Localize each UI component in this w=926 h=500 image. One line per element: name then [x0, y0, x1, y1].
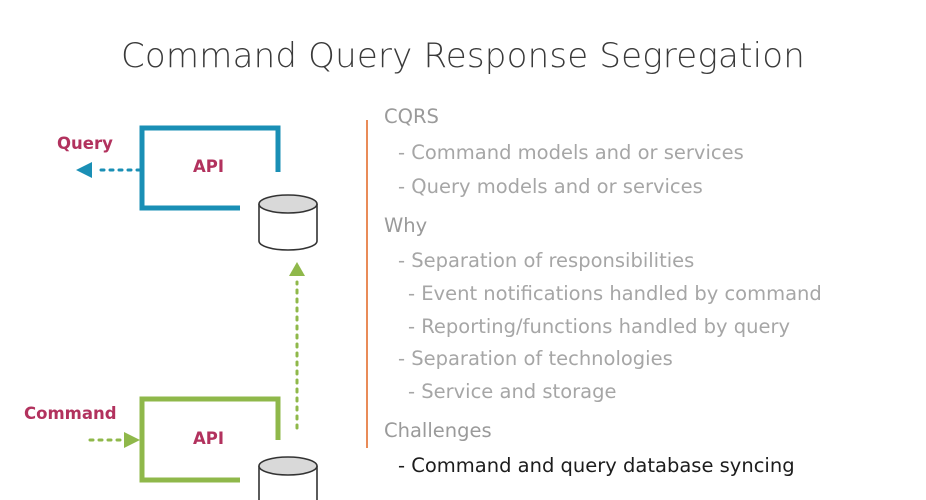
bullet-line: Why: [384, 214, 428, 237]
bullet-line: - Reporting/functions handled by query: [408, 315, 791, 338]
bullet-line: - Query models and or services: [398, 175, 703, 198]
bullet-line: - Command models and or services: [398, 141, 744, 164]
query-label: Query: [57, 134, 113, 153]
query-api-box: [139, 125, 281, 211]
command-api-label: API: [193, 429, 225, 448]
query-database-icon: [258, 194, 318, 251]
bullet-line: Challenges: [384, 419, 492, 442]
bullet-line: CQRS: [384, 105, 439, 128]
bullet-line: - Separation of technologies: [398, 347, 673, 370]
bullet-line: - Event notifications handled by command: [408, 282, 822, 305]
divider-line: [366, 120, 368, 448]
sync-arrow-head: [289, 262, 305, 276]
command-api-box: [139, 396, 281, 483]
command-database-icon: [258, 456, 318, 500]
slide-title: Command Query Response Segregation: [120, 36, 805, 76]
bullet-line: - Command and query database syncing: [398, 454, 795, 477]
bullet-line: - Separation of responsibilities: [398, 249, 695, 272]
query-arrow-head: [76, 162, 92, 178]
command-arrow-head: [124, 432, 140, 448]
query-api-label: API: [193, 157, 225, 176]
bullet-line: - Service and storage: [408, 380, 617, 403]
command-label: Command: [24, 404, 117, 423]
